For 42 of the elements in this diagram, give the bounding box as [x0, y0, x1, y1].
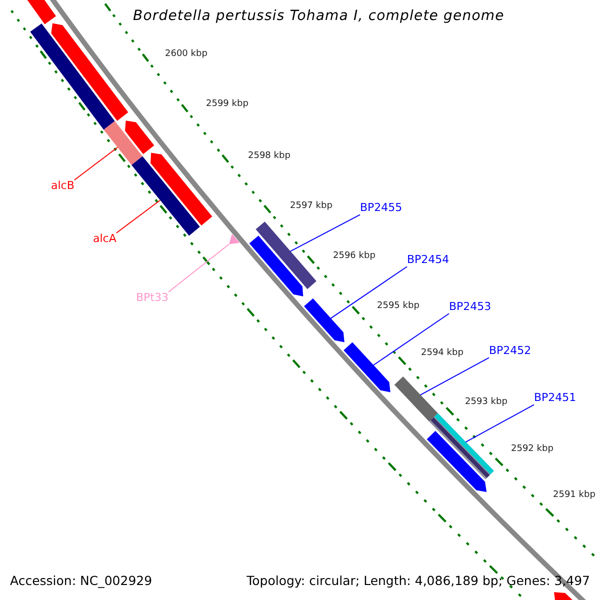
gene-segment: [344, 342, 390, 392]
tick-label: 2593 kbp: [465, 397, 508, 408]
info-text: Topology: circular; Length: 4,086,189 bp; Genes: 3,497: [246, 574, 590, 588]
leader-line: [116, 200, 160, 234]
gene-label: BPt33: [136, 292, 168, 305]
gene-bar: [104, 121, 142, 165]
gene-segment: [125, 120, 154, 154]
gene-label: BP2452: [489, 345, 532, 358]
gene-bar: [30, 24, 115, 130]
info-text: Accession: NC_002929: [10, 574, 152, 588]
gene-label: BP2453: [449, 301, 492, 314]
leader-line: [74, 146, 118, 180]
gene-segment: [304, 298, 344, 342]
leader-line: [465, 404, 534, 443]
leader-line: [290, 214, 360, 252]
leader-line: [330, 266, 408, 319]
tick-label: 2599 kbp: [206, 99, 248, 110]
leader-line: [420, 357, 490, 396]
gene-segment: [249, 236, 304, 296]
tick-label: 2596 kbp: [333, 251, 376, 262]
tick-label: 2591 kbp: [553, 490, 596, 500]
gene-segment: [150, 152, 212, 226]
tick-label: 2594 kbp: [421, 348, 464, 358]
gene-segment: [51, 23, 128, 121]
leader-line: [372, 313, 450, 366]
map-title: Bordetella pertussis Tohama I, complete genome: [133, 8, 504, 24]
gene-label: BP2455: [360, 202, 402, 215]
gene-bar: [132, 156, 200, 236]
gene-marker: [229, 234, 240, 244]
gene-label: BP2451: [534, 392, 576, 405]
gene-bar: [394, 376, 438, 422]
tick-label: 2598 kbp: [248, 151, 290, 162]
tick-label: 2595 kbp: [377, 301, 420, 312]
tick-label: 2592 kbp: [511, 444, 554, 454]
tick-label: 2597 kbp: [290, 201, 332, 212]
gene-label: BP2454: [407, 254, 450, 267]
gene-label: alcB: [51, 180, 74, 193]
tick-label: 2600 kbp: [165, 49, 208, 60]
leader-line: [168, 244, 230, 292]
gene-segment: [426, 430, 487, 492]
gene-label: alcA: [93, 233, 116, 246]
gene-bar: [256, 222, 316, 290]
